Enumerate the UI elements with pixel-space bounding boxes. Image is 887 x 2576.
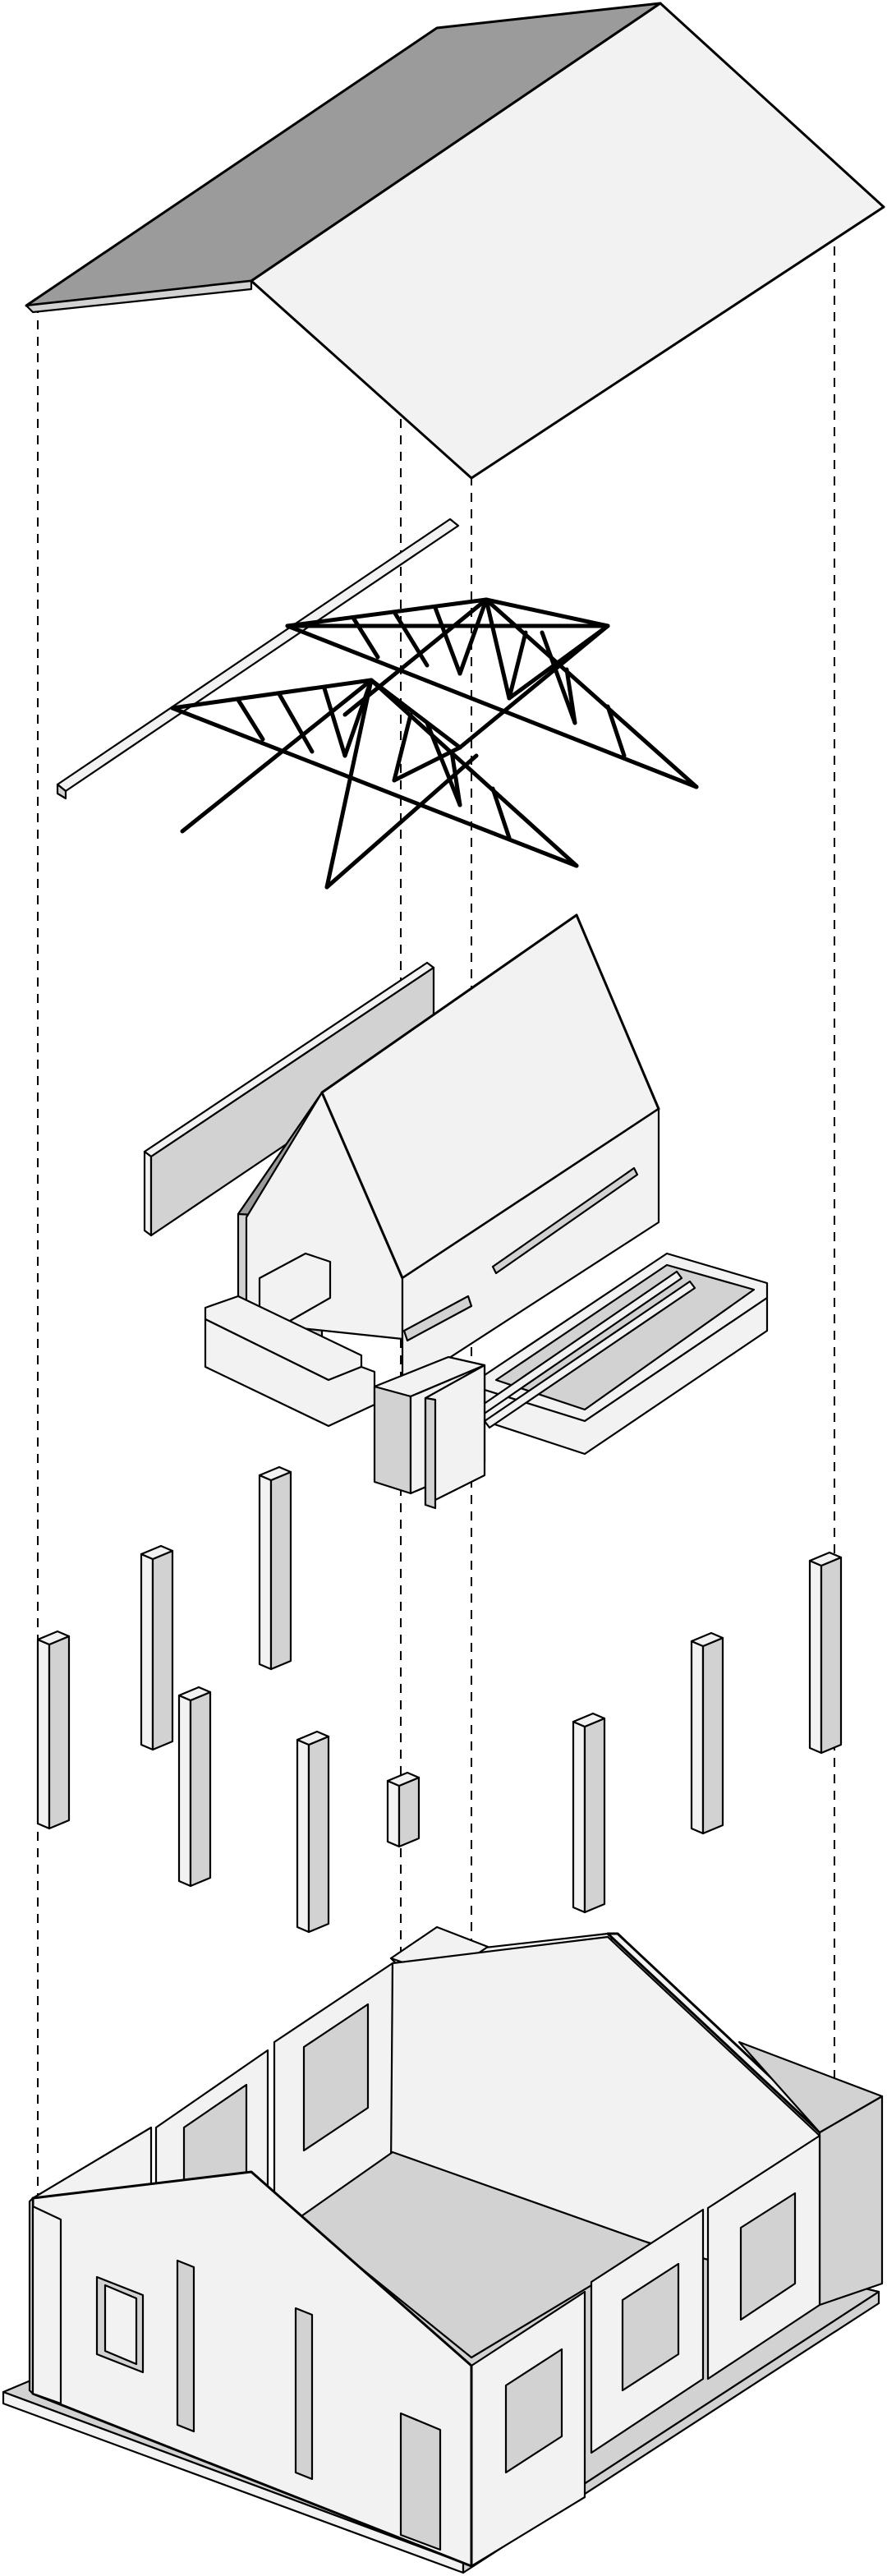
column-post-side [583,1717,606,1914]
column-post-top [258,1465,292,1482]
column-post-top [140,1544,174,1561]
column-post [572,1712,606,1914]
column-post-side [269,1470,292,1671]
column-post-side [189,1690,212,1888]
ridge-beam [56,518,460,793]
column-post [177,1686,212,1888]
column-post-top [177,1686,212,1702]
right-window-3 [504,2348,563,2474]
front-door-slot-2 [294,2307,314,2481]
column-post-front [296,1738,310,1934]
core-module [143,913,769,1510]
column-post-front [36,1638,51,1830]
roof-trusses [56,518,699,890]
column-post [690,1631,724,1835]
column-post [36,1630,71,1830]
column-post [258,1465,292,1671]
column-post [808,1551,843,1755]
column-post-top [296,1730,330,1746]
column-post-front [690,1640,705,1835]
columns [36,1465,843,1934]
column-post-front [177,1694,192,1888]
column-post-front [258,1474,273,1671]
trough-shelf-2 [483,1280,696,1429]
column-post [140,1544,174,1751]
truss-rear [285,597,699,789]
connector-block-face [373,1385,412,1495]
column-post [296,1730,330,1934]
column-post-front [808,1559,823,1755]
right-window-2 [621,2262,680,2392]
front-door-slot-1 [176,2259,195,2433]
column-post-side [398,1776,421,1848]
column-post-side [307,1735,330,1934]
column-post-side [820,1556,843,1755]
base-structure [2,1925,884,2574]
column-post-side [151,1549,174,1751]
column-post [386,1771,421,1848]
ridge-beam-end [56,783,67,800]
roof-eave-edge [25,279,253,314]
column-post-top [386,1771,421,1787]
column-post-top [572,1712,606,1728]
roof-right-slope [250,2,885,480]
truss-front [170,623,610,890]
front-wall-pier-1 [31,2205,62,2405]
gable-roof-panel [25,2,885,480]
back-window-2 [302,2003,370,2152]
wall-slot-upper [491,1166,639,1275]
front-door-opening [399,2412,442,2551]
wall-slot-lower [402,1295,473,1342]
column-post-front [140,1552,154,1751]
right-window-1 [739,2192,797,2321]
column-post-top [690,1631,724,1648]
column-post-top [808,1551,843,1567]
left-wall-panel-face [143,1150,153,1237]
front-window-inner [103,2284,138,2366]
column-post-side [48,1635,71,1830]
column-post-top [36,1630,71,1646]
connector-upright-front [424,1396,437,1510]
column-post-front [572,1720,586,1914]
right-end-wall-top [738,2040,884,2134]
column-post-side [701,1636,724,1835]
column-post-front [386,1779,401,1848]
